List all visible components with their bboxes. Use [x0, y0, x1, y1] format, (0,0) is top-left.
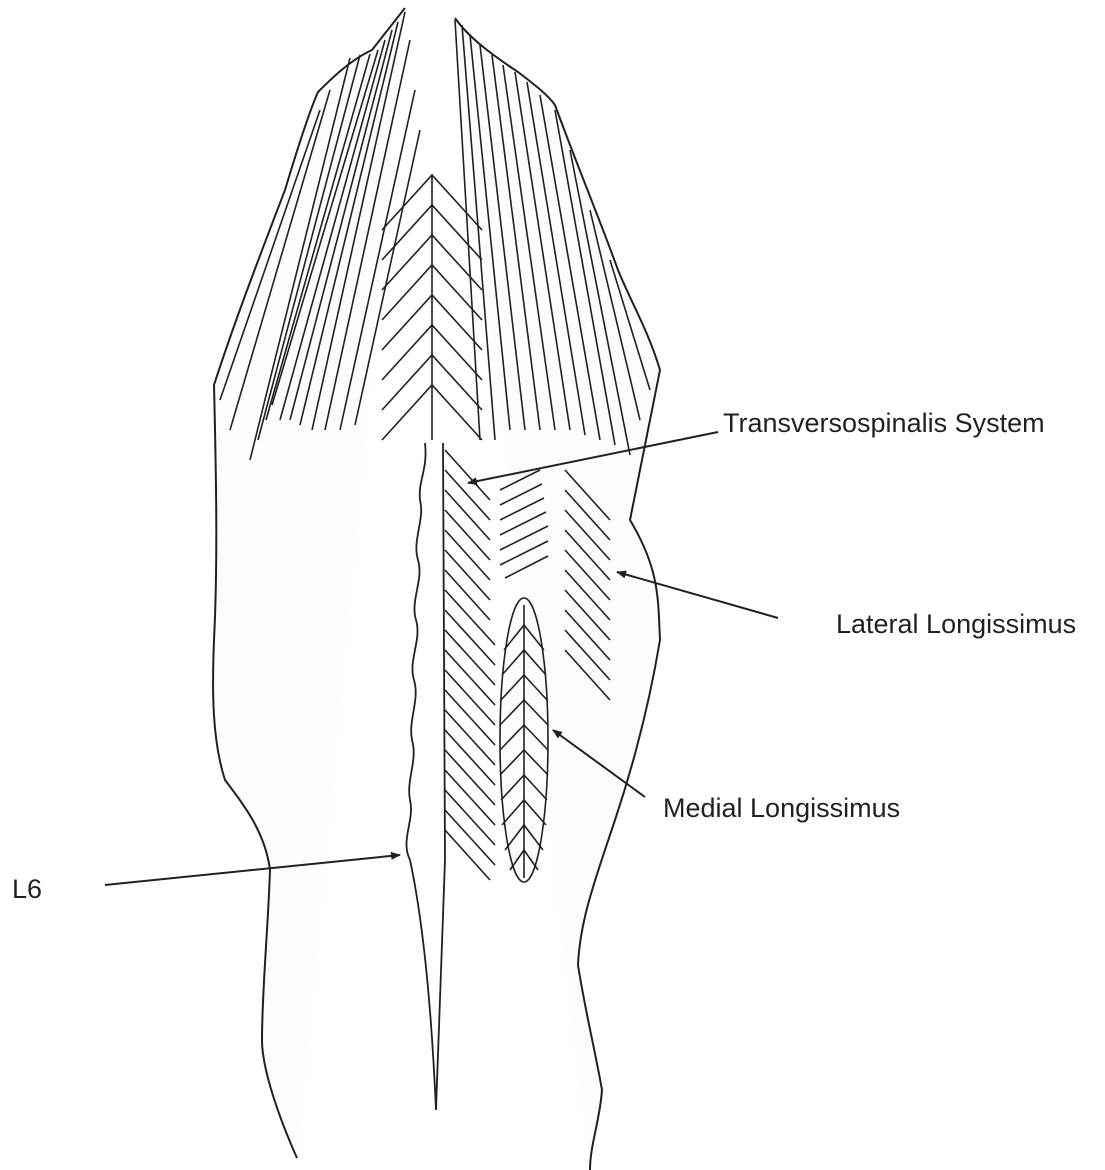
medial-longissimus-label: Medial Longissimus	[663, 795, 900, 822]
transversospinalis-label: Transversospinalis System	[723, 410, 1045, 437]
l6-label: L6	[12, 876, 42, 903]
body-outline	[213, 8, 660, 1170]
transversospinalis-hatching	[445, 450, 495, 880]
spinal-midline	[406, 443, 445, 1110]
medial-longissimus	[500, 598, 548, 882]
lateral-longissimus-label: Lateral Longissimus	[836, 611, 1076, 638]
l6-arrow	[105, 855, 400, 885]
